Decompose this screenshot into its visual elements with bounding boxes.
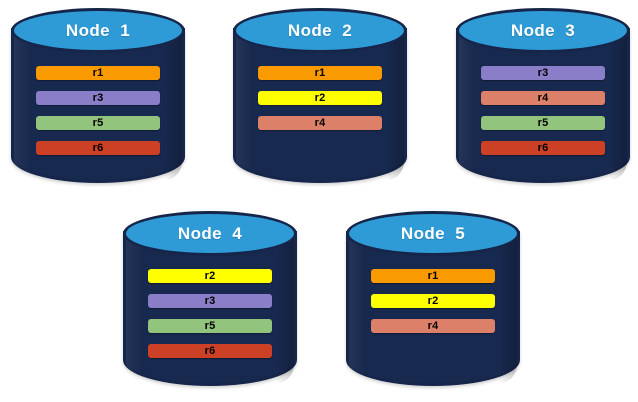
cylinder-body xyxy=(456,28,630,183)
node-title: Node 5 xyxy=(400,224,466,243)
cylinder-body xyxy=(346,231,520,386)
cylinder-top-ellipse: Node 1 xyxy=(11,8,185,53)
cylinder-top-ellipse: Node 5 xyxy=(346,211,520,256)
node-2[interactable]: Node 2 r1 r2 r4 xyxy=(230,6,410,188)
replica-label: r6 xyxy=(537,141,549,154)
node-title: Node 4 xyxy=(177,224,243,243)
replica-label: r4 xyxy=(427,319,439,332)
replica-list: r1 r2 r4 xyxy=(230,66,410,130)
replica-list: r3 r4 r5 r6 xyxy=(453,66,633,155)
replica-bar[interactable]: r1 xyxy=(258,66,382,80)
replica-bar[interactable]: r4 xyxy=(258,116,382,130)
replica-list: r1 r3 r5 r6 xyxy=(8,66,188,155)
cylinder-body xyxy=(11,28,185,183)
node-3[interactable]: Node 3 r3 r4 r5 r6 xyxy=(453,6,633,188)
replica-bar[interactable]: r2 xyxy=(371,294,495,308)
replica-bar[interactable]: r2 xyxy=(258,91,382,105)
replica-label: r5 xyxy=(537,116,549,129)
replica-label: r4 xyxy=(537,91,549,104)
cylinder-top-ellipse: Node 2 xyxy=(233,8,407,53)
node-4[interactable]: Node 4 r2 r3 r5 r6 xyxy=(120,209,300,391)
replica-bar[interactable]: r3 xyxy=(481,66,605,80)
replica-bar[interactable]: r3 xyxy=(36,91,160,105)
replica-label: r2 xyxy=(427,294,439,307)
node-title: Node 2 xyxy=(287,21,353,40)
replica-bar[interactable]: r6 xyxy=(148,344,272,358)
replica-bar[interactable]: r4 xyxy=(371,319,495,333)
replica-label: r3 xyxy=(204,294,216,307)
replica-label: r1 xyxy=(92,66,104,79)
replica-bar[interactable]: r4 xyxy=(481,91,605,105)
replica-bar[interactable]: r5 xyxy=(148,319,272,333)
replica-label: r2 xyxy=(204,269,216,282)
replica-bar[interactable]: r6 xyxy=(36,141,160,155)
replica-bar[interactable]: r1 xyxy=(36,66,160,80)
replica-label: r2 xyxy=(314,91,326,104)
replica-list: r1 r2 r4 xyxy=(343,269,523,333)
cylinder-top-ellipse: Node 3 xyxy=(456,8,630,53)
cylinder-body xyxy=(233,28,407,183)
node-title: Node 1 xyxy=(65,21,131,40)
replica-list: r2 r3 r5 r6 xyxy=(120,269,300,358)
replica-label: r3 xyxy=(92,91,104,104)
replica-bar[interactable]: r5 xyxy=(36,116,160,130)
replica-bar[interactable]: r2 xyxy=(148,269,272,283)
node-title: Node 3 xyxy=(510,21,576,40)
replica-bar[interactable]: r3 xyxy=(148,294,272,308)
replica-bar[interactable]: r6 xyxy=(481,141,605,155)
node-1[interactable]: Node 1 r1 r3 r5 r6 xyxy=(8,6,188,188)
replica-label: r3 xyxy=(537,66,549,79)
cylinder-top-ellipse: Node 4 xyxy=(123,211,297,256)
node-5[interactable]: Node 5 r1 r2 r4 xyxy=(343,209,523,391)
replica-bar[interactable]: r1 xyxy=(371,269,495,283)
replica-label: r6 xyxy=(92,141,104,154)
replica-label: r4 xyxy=(314,116,326,129)
replica-label: r6 xyxy=(204,344,216,357)
replica-label: r5 xyxy=(92,116,104,129)
replica-bar[interactable]: r5 xyxy=(481,116,605,130)
replica-label: r5 xyxy=(204,319,216,332)
replica-label: r1 xyxy=(427,269,439,282)
replica-label: r1 xyxy=(314,66,326,79)
